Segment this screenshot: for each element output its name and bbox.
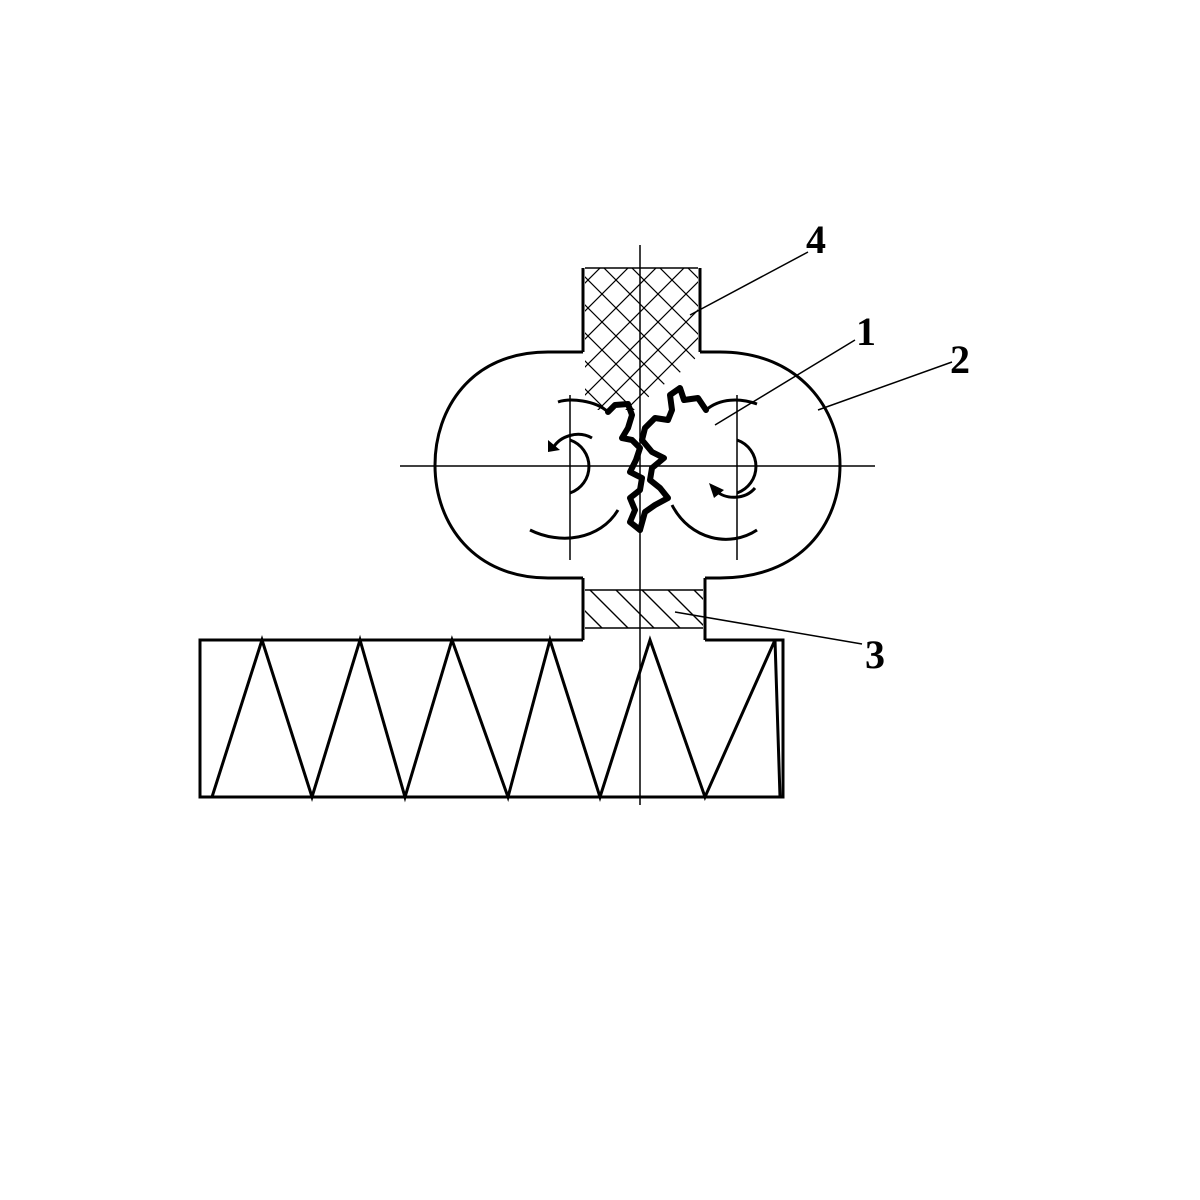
callout-1: 1 <box>856 309 876 354</box>
left-gear-top-arc <box>557 398 610 414</box>
housing-right-lobe <box>700 350 842 580</box>
pump-housing <box>433 268 842 640</box>
leader-line-4 <box>689 251 809 316</box>
callout-4: 4 <box>806 217 826 262</box>
left-gear-teeth <box>605 401 645 533</box>
callout-2: 2 <box>950 337 970 382</box>
gear-addendum-arcs <box>529 398 758 541</box>
inlet-channel-3 <box>585 589 703 629</box>
left-rotation-arrowhead-icon <box>548 440 560 452</box>
leader-line-3 <box>674 611 863 645</box>
right-gear-hub-arc <box>736 438 758 495</box>
left-gear-hub-arc <box>569 438 591 495</box>
outlet-channel-4 <box>585 267 698 410</box>
right-gear-top-arc <box>705 398 758 412</box>
meshing-gears-1 <box>605 385 709 533</box>
rotation-arrows <box>548 432 757 499</box>
right-gear-bottom-arc <box>670 504 758 541</box>
gear-hubs <box>569 438 758 495</box>
leader-line-1 <box>714 339 856 426</box>
right-rotation-arrowhead-icon <box>709 483 724 498</box>
inlet-hatch-fill <box>585 590 703 628</box>
left-gear-bottom-arc <box>529 509 620 540</box>
reservoir-zigzag <box>210 634 782 803</box>
callout-labels: 4 1 2 3 <box>806 217 970 677</box>
leader-lines <box>674 251 953 645</box>
leader-line-2 <box>817 361 953 411</box>
right-gear-teeth <box>637 385 709 533</box>
reservoir-outline <box>198 638 785 799</box>
left-rotation-arrow-line <box>551 432 593 449</box>
housing-left-lobe <box>433 350 583 580</box>
callout-3: 3 <box>865 632 885 677</box>
reservoir <box>198 634 785 803</box>
outlet-hatch-fill <box>585 268 698 410</box>
